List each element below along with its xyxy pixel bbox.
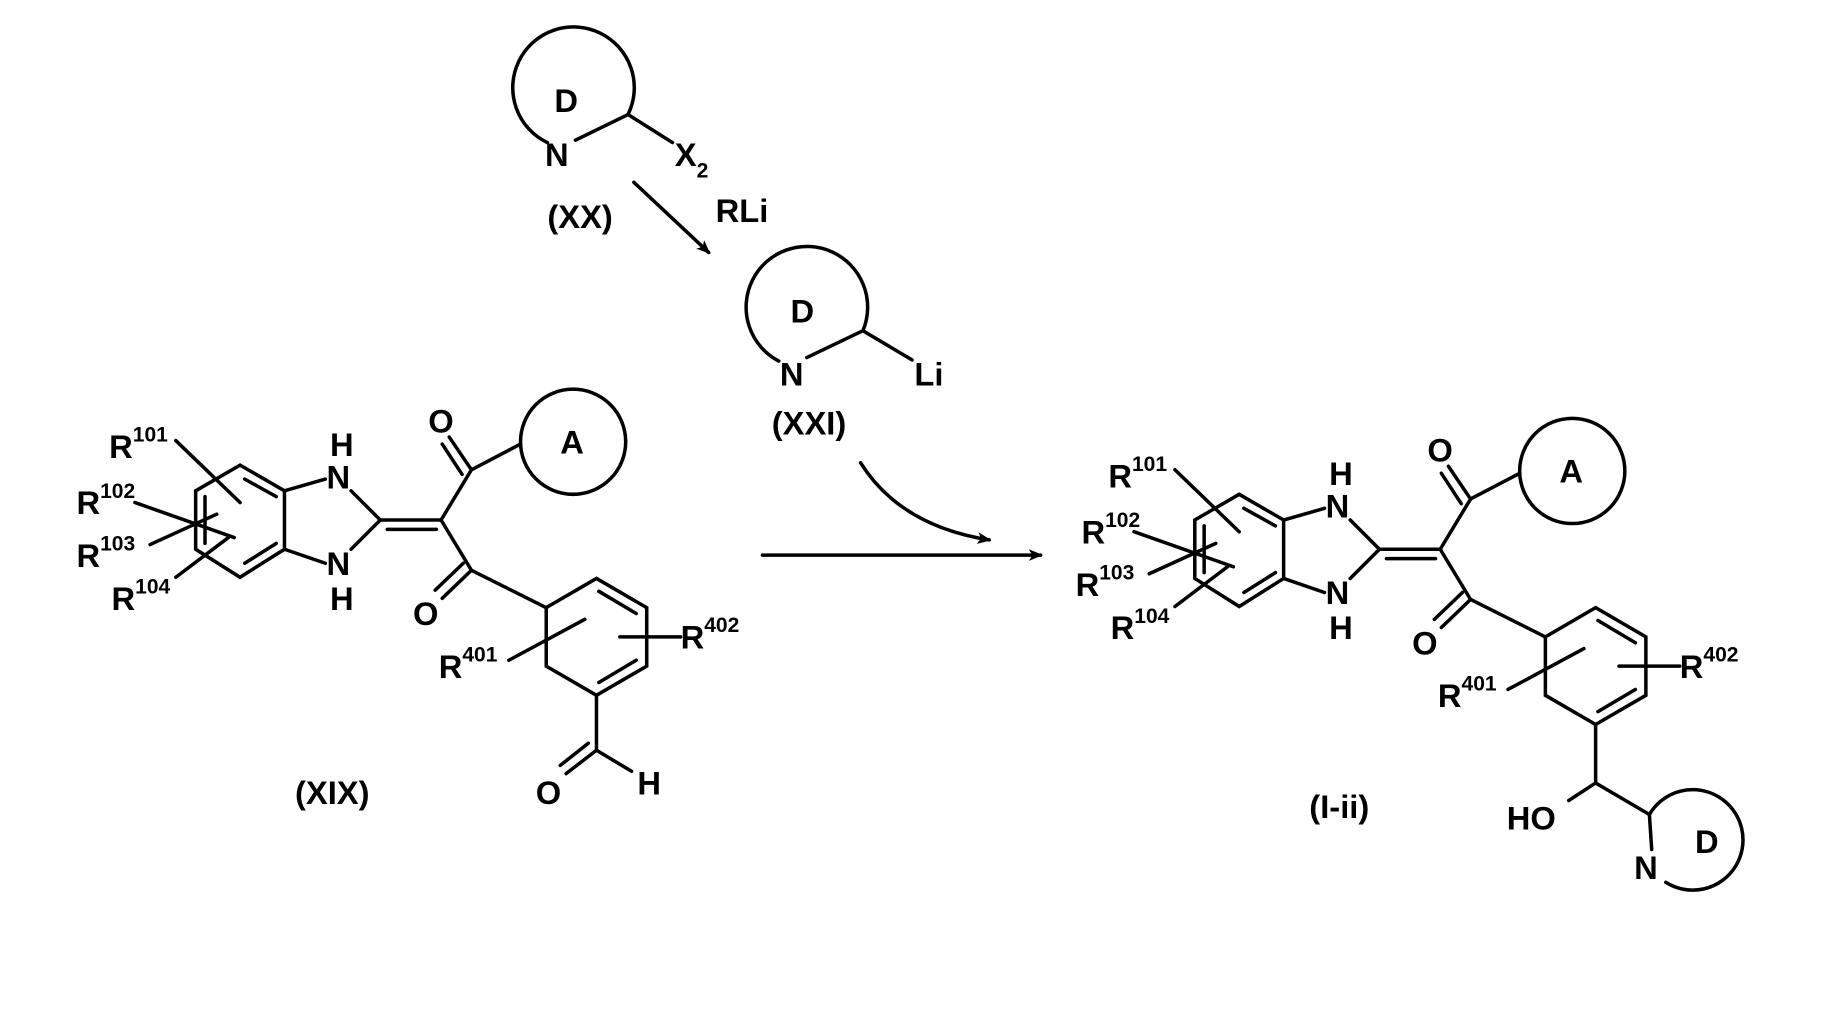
x2-label: X2 (675, 136, 709, 183)
nitrogen-label: N (1326, 574, 1350, 611)
r401-label: R401 (1438, 673, 1497, 714)
compound-label-i-ii: (I-ii) (1309, 788, 1369, 825)
reagent-label: RLi (716, 192, 769, 229)
compound-i-ii: H N N H O O A R101 R102 R103 R104 R401 R… (1076, 418, 1743, 890)
compound-xxi: D N Li (XXI) (746, 246, 943, 441)
ring-a-label: A (1559, 453, 1583, 490)
nitrogen-label: N (545, 136, 569, 173)
r103-label: R103 (76, 532, 135, 573)
h-label: H (637, 765, 661, 802)
h-label: H (1329, 609, 1353, 646)
oxygen-label: O (536, 774, 561, 811)
ring-d-label: D (790, 293, 814, 330)
nitrogen-label: N (1634, 849, 1658, 886)
ring-d-label: D (1695, 823, 1719, 860)
oxygen-label: O (428, 402, 453, 439)
nitrogen-label: N (327, 458, 351, 495)
h-label: H (330, 426, 354, 463)
compound-label-xix: (XIX) (295, 774, 370, 811)
nitrogen-label: N (1326, 488, 1350, 525)
nitrogen-label: N (780, 356, 804, 393)
oxygen-label: O (413, 595, 438, 632)
r102-label: R102 (1081, 509, 1140, 550)
nitrogen-label: N (327, 545, 351, 582)
h-label: H (1329, 455, 1353, 492)
lithium-label: Li (914, 356, 943, 393)
reaction-arrow-rli (634, 182, 709, 252)
compound-label-xx: (XX) (547, 198, 612, 235)
compound-xx: D N X2 (XX) (513, 27, 709, 235)
r104-label: R104 (1111, 605, 1170, 646)
r402-label: R402 (681, 614, 740, 655)
r401-label: R401 (439, 643, 498, 684)
r104-label: R104 (112, 576, 171, 617)
compound-label-xxi: (XXI) (772, 405, 847, 442)
r402-label: R402 (1680, 643, 1739, 684)
compound-xix: H N N H O O A O H R101 R102 R103 R104 R4… (76, 389, 739, 811)
oxygen-label: O (1427, 432, 1452, 469)
r101-label: R101 (1108, 453, 1167, 494)
curved-arrow (861, 463, 990, 540)
oxygen-label: O (1412, 624, 1437, 661)
hydroxyl-label: HO (1507, 800, 1556, 837)
ring-d-label: D (554, 82, 578, 119)
h-label: H (330, 580, 354, 617)
r102-label: R102 (76, 480, 135, 521)
r101-label: R101 (109, 424, 168, 465)
r103-label: R103 (1076, 562, 1135, 603)
ring-a-label: A (560, 423, 584, 460)
